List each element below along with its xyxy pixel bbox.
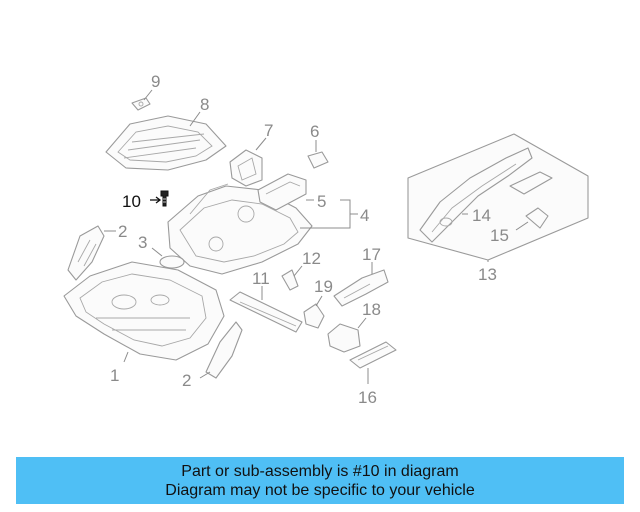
part-16-rail bbox=[349, 341, 397, 384]
callout-18: 18 bbox=[362, 300, 381, 319]
part-17-bracket bbox=[333, 262, 389, 307]
banner-line-2: Diagram may not be specific to your vehi… bbox=[165, 482, 475, 499]
callout-10: 10 bbox=[122, 192, 141, 211]
part-3-grommet bbox=[151, 247, 185, 269]
part-11-rail bbox=[229, 286, 303, 333]
callout-15: 15 bbox=[490, 226, 509, 245]
part-5-crossmember bbox=[257, 173, 314, 211]
callout-4: 4 bbox=[360, 206, 369, 225]
callout-1: 1 bbox=[110, 366, 119, 385]
callout-2-lower: 2 bbox=[182, 371, 191, 390]
part-1-floor-pan bbox=[63, 261, 225, 363]
part-14-wheelhouse-rail bbox=[419, 147, 533, 243]
callout-16: 16 bbox=[358, 388, 377, 407]
part-8-trunk-floor bbox=[105, 111, 227, 171]
part-10-bolt bbox=[150, 190, 169, 207]
callout-19: 19 bbox=[314, 277, 333, 296]
part-15-clip bbox=[515, 207, 549, 231]
callout-8: 8 bbox=[200, 95, 209, 114]
parts-diagram: 9 8 7 6 10 5 4 2 3 12 11 17 19 18 1 2 16… bbox=[63, 72, 589, 407]
callout-12: 12 bbox=[302, 249, 321, 268]
callout-bracket-4-5 bbox=[300, 199, 358, 229]
part-18-bracket bbox=[327, 317, 367, 353]
part-13-group-box bbox=[407, 133, 589, 262]
callout-17: 17 bbox=[362, 245, 381, 264]
part-7-bracket bbox=[229, 137, 267, 187]
part-9-bracket bbox=[131, 89, 153, 111]
part-12-clip bbox=[281, 265, 303, 291]
info-banner: Part or sub-assembly is #10 in diagram D… bbox=[16, 457, 624, 504]
callout-3: 3 bbox=[138, 233, 147, 252]
part-19-bracket bbox=[303, 295, 325, 329]
part-2-lower-bracket bbox=[199, 321, 243, 379]
callout-2-upper: 2 bbox=[118, 222, 127, 241]
callout-6: 6 bbox=[310, 122, 319, 141]
callout-11: 11 bbox=[252, 269, 270, 288]
callout-5: 5 bbox=[317, 192, 326, 211]
callout-7: 7 bbox=[264, 121, 273, 140]
part-6-clip bbox=[307, 140, 329, 169]
part-2-upper-bracket bbox=[67, 225, 116, 281]
banner-line-1: Part or sub-assembly is #10 in diagram bbox=[181, 463, 459, 480]
callout-9: 9 bbox=[151, 72, 160, 91]
box-small-bracket bbox=[509, 171, 553, 195]
callout-14: 14 bbox=[472, 206, 491, 225]
callout-13: 13 bbox=[478, 265, 497, 284]
